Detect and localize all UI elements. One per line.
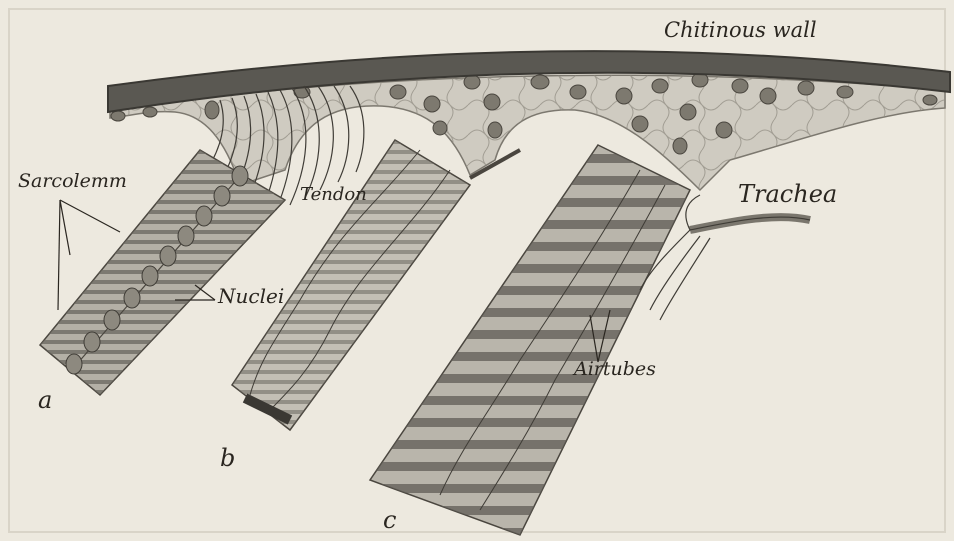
label-airtubes: Airtubes — [574, 360, 656, 379]
label-trachea: Trachea — [738, 182, 837, 206]
label-a: a — [38, 388, 52, 412]
label-nuclei: Nuclei — [218, 286, 284, 306]
label-sarcolemm: Sarcolemm — [18, 172, 127, 191]
label-b: b — [220, 446, 235, 470]
label-c: c — [383, 508, 396, 532]
label-chitinous-wall: Chitinous wall — [664, 20, 817, 41]
label-tendon: Tendon — [300, 186, 367, 204]
